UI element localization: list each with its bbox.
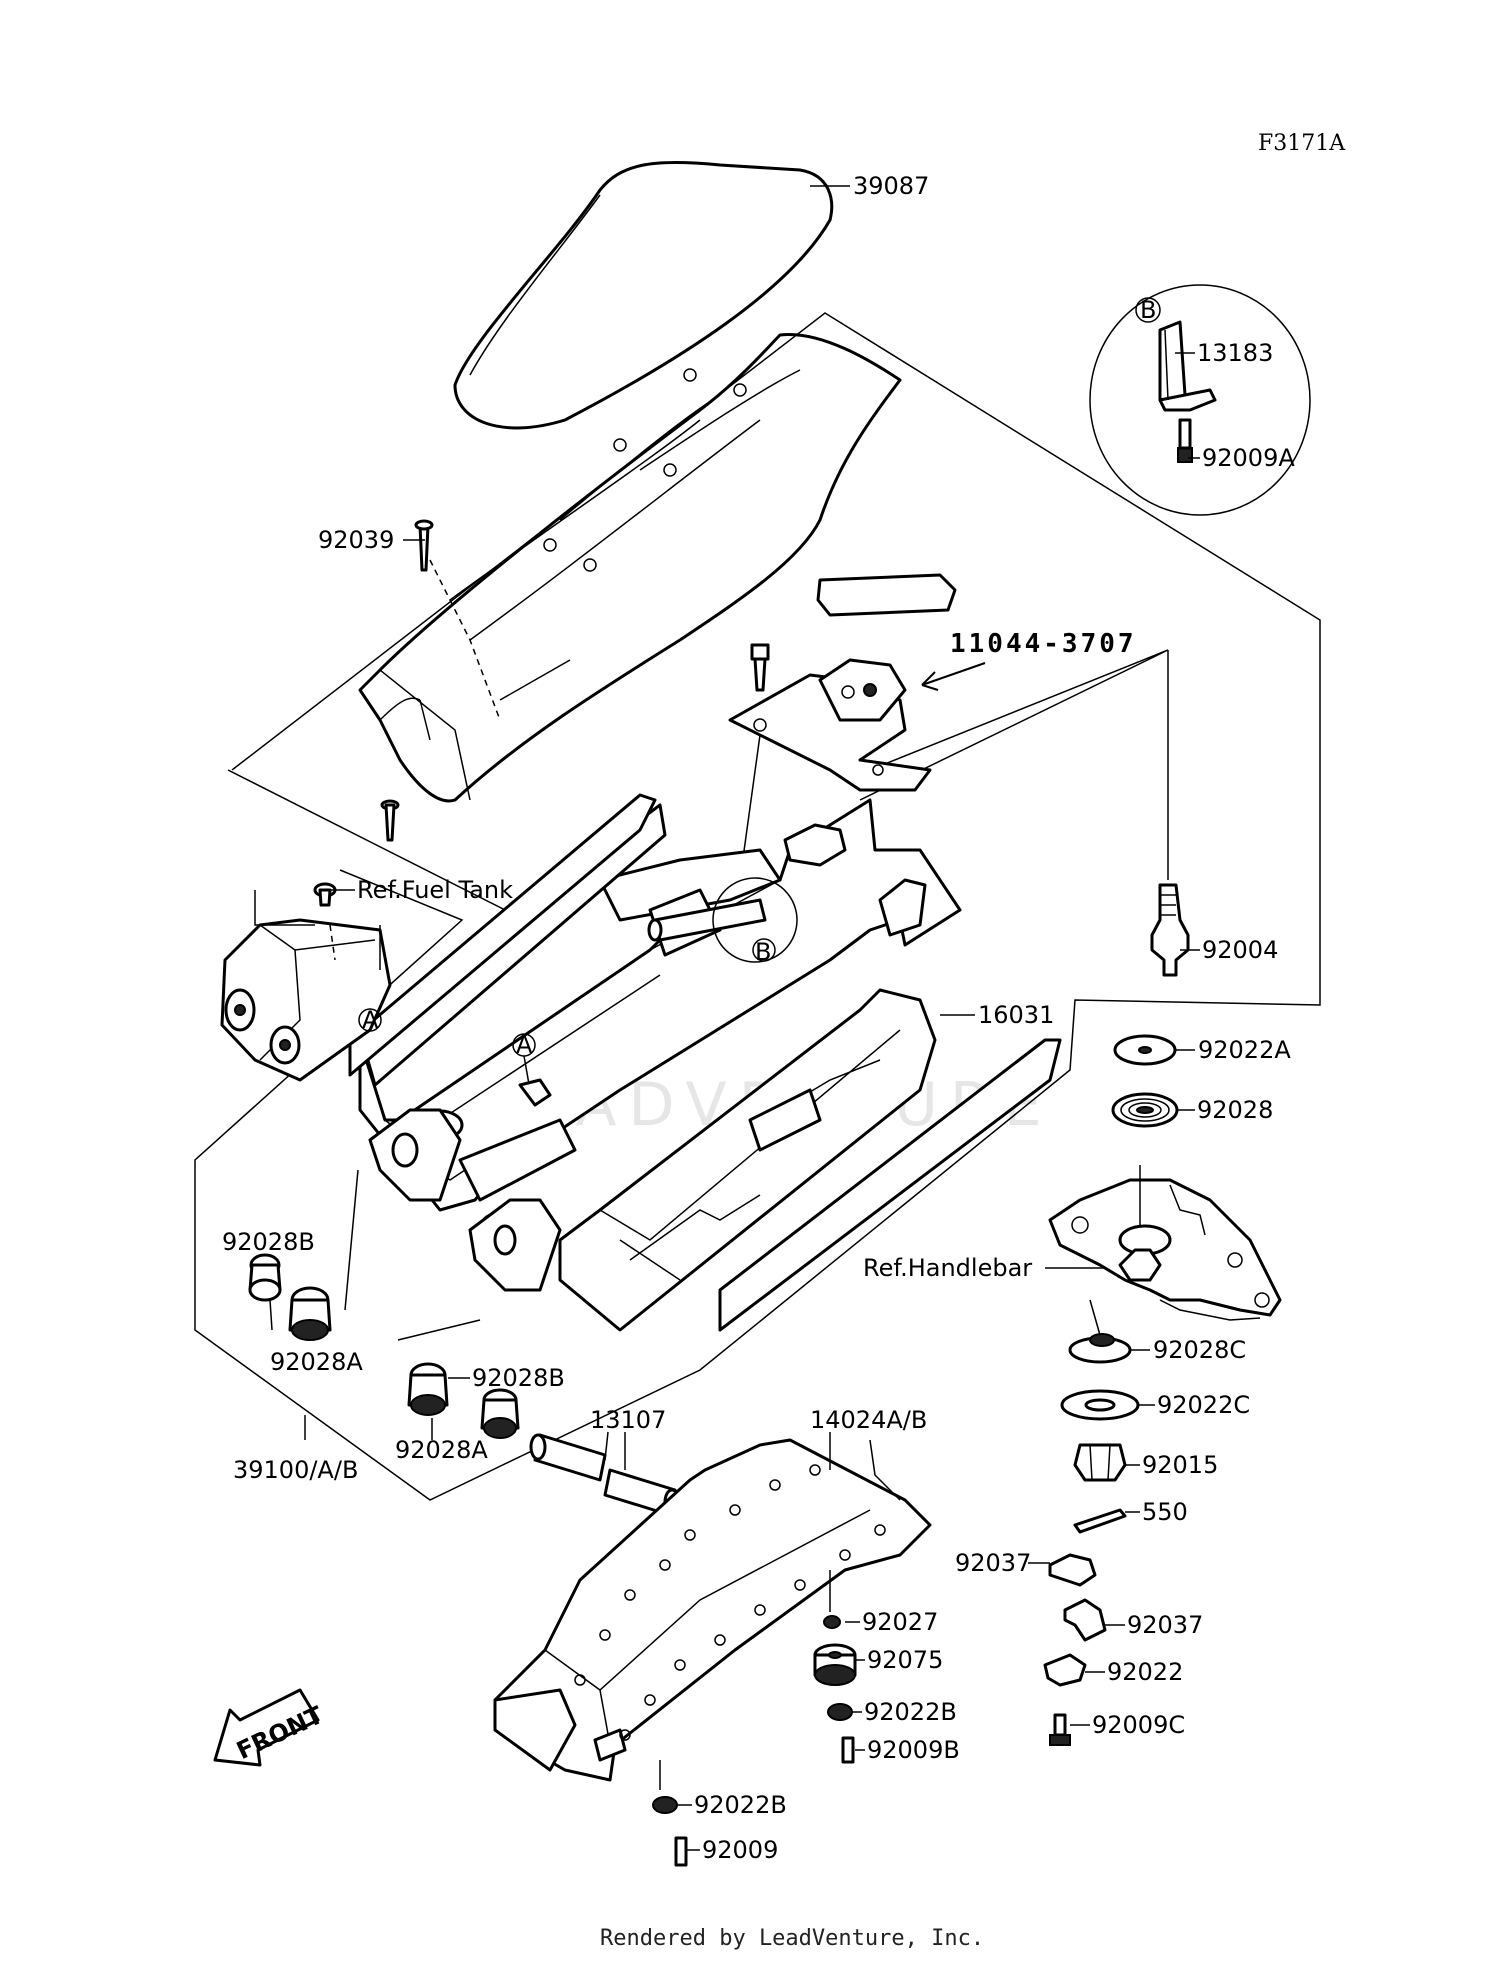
swingarm-lower-arms (368, 1108, 562, 1292)
pivot-block (220, 918, 392, 1082)
bumper-block (783, 823, 847, 867)
washer-92022a (1113, 1034, 1177, 1066)
left-side-rail (348, 793, 657, 1077)
frame-cover (558, 988, 937, 1332)
spacer-92075 (813, 1643, 857, 1686)
label-92009a: 92009A (1202, 444, 1295, 472)
label-550: 550 (1142, 1498, 1188, 1526)
bolt-92009 (674, 1836, 688, 1867)
pivot-bolt (313, 882, 337, 907)
label-92075: 92075 (867, 1646, 943, 1674)
label-92028b-left: 92028B (222, 1228, 315, 1256)
nut-92015 (1073, 1443, 1127, 1482)
label-92028a-right: 92028A (395, 1436, 488, 1464)
callout-a-marker-1 (358, 1008, 382, 1032)
seat-pad (453, 160, 834, 430)
label-92028c: 92028C (1153, 1336, 1246, 1364)
clamp-92037-b (1063, 1598, 1107, 1642)
label-92022b-right: 92022B (864, 1698, 957, 1726)
label-92022a: 92022A (1198, 1036, 1291, 1064)
bolt-92009c (1049, 1713, 1071, 1746)
bolt-92009b (841, 1736, 855, 1764)
rear-fender (358, 332, 902, 803)
label-92009: 92009 (702, 1836, 778, 1864)
collar-92028c (1068, 1299, 1132, 1364)
inset-b-marker (1135, 297, 1161, 323)
bumper-block-2 (878, 878, 927, 937)
label-13107: 13107 (590, 1406, 666, 1434)
label-14024a-b: 14024A/B (810, 1406, 927, 1434)
cotter-pin-550 (1073, 1508, 1127, 1534)
right-side-rail (718, 1038, 1062, 1332)
bushing-92028a-left (288, 1286, 332, 1341)
bushing-92028b-left (248, 1253, 282, 1302)
bracket-bolt (750, 643, 770, 692)
label-92009c: 92009C (1092, 1711, 1185, 1739)
clip-92022 (1043, 1653, 1087, 1687)
credit-text: Rendered by LeadVenture, Inc. (600, 1926, 984, 1951)
front-arrow: FRONT (213, 1688, 328, 1767)
label-16031: 16031 (978, 1001, 1054, 1029)
label-39100-a-b: 39100/A/B (233, 1456, 358, 1484)
label-92028: 92028 (1197, 1096, 1273, 1124)
label-13183: 13183 (1197, 339, 1273, 367)
callout-b-marker (752, 938, 776, 962)
label-92015: 92015 (1142, 1451, 1218, 1479)
clip-a (518, 1078, 552, 1107)
callout-b-main: B (755, 938, 771, 966)
label-92004: 92004 (1202, 936, 1278, 964)
label-11044-3707: 11044-3707 (950, 629, 1137, 659)
inset-bolt (1177, 418, 1193, 463)
rivet-top (414, 519, 434, 572)
rivet-bottom (380, 799, 400, 842)
callout-a-2: A (516, 1031, 533, 1059)
nut-92022b-left (652, 1796, 678, 1814)
label-39087: 39087 (853, 172, 929, 200)
callout-a-1: A (362, 1006, 379, 1034)
bushing-92028b-right (480, 1388, 520, 1439)
chain-guide-plate (493, 1438, 932, 1782)
detail-circle-b (712, 877, 798, 963)
figure-code: F3171A (1258, 131, 1346, 156)
inset-bracket (1158, 320, 1217, 412)
seat-bracket (728, 573, 957, 792)
label-ref-handlebar: Ref.Handlebar (863, 1254, 1032, 1282)
pin-13107-a (529, 1433, 607, 1482)
handlebar-mount-plate (1048, 1165, 1282, 1321)
label-92039: 92039 (318, 526, 394, 554)
cross-tube (647, 898, 767, 942)
label-92028a-left: 92028A (270, 1348, 363, 1376)
label-92022b-left: 92022B (694, 1791, 787, 1819)
detail-inset-b (1089, 284, 1311, 516)
clamp-92037-a (1048, 1553, 1097, 1587)
label-92022: 92022 (1107, 1658, 1183, 1686)
label-92009b: 92009B (867, 1736, 960, 1764)
stud-92004 (1150, 883, 1190, 977)
label-92028b-right: 92028B (472, 1364, 565, 1392)
callout-b-inset: B (1140, 296, 1156, 324)
label-92027: 92027 (862, 1608, 938, 1636)
label-92037-b: 92037 (1127, 1611, 1203, 1639)
nut-92027 (823, 1615, 841, 1629)
bushing-92028a-right (407, 1362, 449, 1416)
spring-92028 (1111, 1092, 1179, 1128)
label-ref-fuel-tank: Ref.Fuel Tank (357, 876, 513, 904)
label-92022c: 92022C (1157, 1391, 1250, 1419)
washer-92022c (1060, 1389, 1140, 1421)
nut-92022b-right (827, 1703, 853, 1721)
label-92037-a: 92037 (955, 1549, 1031, 1577)
